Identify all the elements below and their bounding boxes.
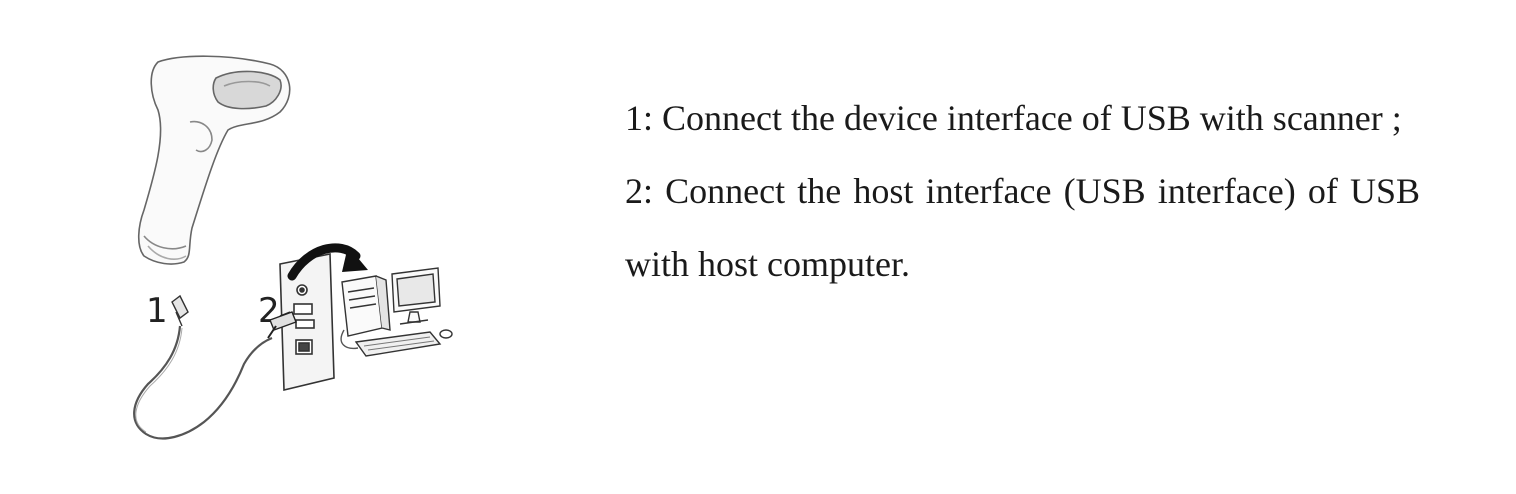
callout-1-label: 1 — [146, 291, 168, 331]
step-1-text: 1: Connect the device interface of USB w… — [625, 98, 1402, 138]
barcode-scanner-icon — [137, 55, 291, 265]
usb-plug-icon — [267, 311, 297, 339]
scanner-plug-icon — [171, 294, 189, 327]
desktop-computer-icon — [340, 267, 453, 357]
host-port-panel-icon — [279, 253, 335, 392]
curved-arrow-icon — [287, 243, 368, 281]
usb-cable-icon — [133, 325, 273, 440]
connection-instructions: 1: Connect the device interface of USB w… — [625, 82, 1420, 301]
usb-connection-illustration: 1 2 — [120, 50, 480, 450]
connection-diagram: 1 2 — [133, 55, 453, 440]
step-2-text: 2: Connect the host interface (USB inter… — [625, 171, 1420, 284]
